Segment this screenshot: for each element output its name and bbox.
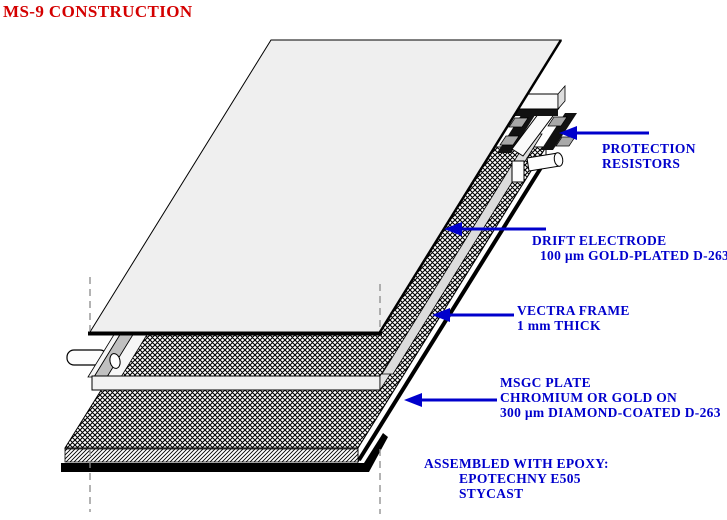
- alignment-guides: [89, 277, 381, 514]
- resistor-block: [547, 116, 568, 127]
- protection-resistors-arrow: [559, 126, 649, 140]
- label-line: 300 µm DIAMOND-COATED D-263: [500, 405, 721, 420]
- label-line: CHROMIUM OR GOLD ON: [500, 390, 678, 405]
- page-title: MS-9 CONSTRUCTION: [3, 2, 193, 21]
- frame-front-bar: [91, 375, 381, 391]
- resistor-block: [499, 135, 520, 146]
- label-line: EPOTECHNY E505: [459, 471, 581, 486]
- msgc-plate-bottom-edge-corner: [364, 433, 388, 472]
- callout-arrows: [404, 126, 649, 407]
- label-drift-electrode: DRIFT ELECTRODE 100 µm GOLD-PLATED D-263: [532, 233, 727, 263]
- label-line: RESISTORS: [602, 156, 681, 171]
- label-line: DRIFT ELECTRODE: [532, 233, 667, 248]
- drift-plate-right-edge: [378, 39, 563, 333]
- label-line: PROTECTION: [602, 141, 696, 156]
- label-line: STYCAST: [459, 486, 524, 501]
- label-line: VECTRA FRAME: [517, 303, 630, 318]
- vectra-frame-arrow: [432, 308, 514, 322]
- frame-gas-hole: [109, 353, 121, 369]
- vectra-frame: [87, 133, 543, 392]
- label-protection-resistors: PROTECTION RESISTORS: [602, 141, 696, 171]
- frame-right-edge-stripe: [381, 133, 543, 375]
- msgc-plate-arrow: [404, 393, 497, 407]
- label-vectra-frame: VECTRA FRAME 1 mm THICK: [517, 303, 630, 333]
- protection-resistors-assembly: [497, 84, 577, 183]
- label-line: MSGC PLATE: [500, 375, 591, 390]
- frame-corner-post: [511, 160, 525, 183]
- drift-electrode-arrow: [444, 222, 546, 236]
- label-line: 1 mm THICK: [517, 318, 601, 333]
- label-line: 100 µm GOLD-PLATED D-263: [540, 248, 727, 263]
- gas-tube-right-cap: [553, 152, 564, 167]
- resistor-band-right: [541, 113, 577, 150]
- drift-electrode-plate: [88, 39, 563, 336]
- label-assembled-epoxy: ASSEMBLED WITH EPOXY: EPOTECHNY E505 STY…: [424, 456, 609, 501]
- msgc-plate-right-edge: [357, 156, 549, 462]
- resistor-block: [508, 117, 529, 128]
- label-msgc-plate: MSGC PLATE CHROMIUM OR GOLD ON 300 µm DI…: [500, 375, 721, 420]
- label-line: ASSEMBLED WITH EPOXY:: [424, 456, 609, 471]
- msgc-plate-front-face: [64, 448, 359, 463]
- frame-corner-back-bar-cap: [557, 84, 566, 111]
- msgc-plate-bottom-edge: [61, 463, 366, 472]
